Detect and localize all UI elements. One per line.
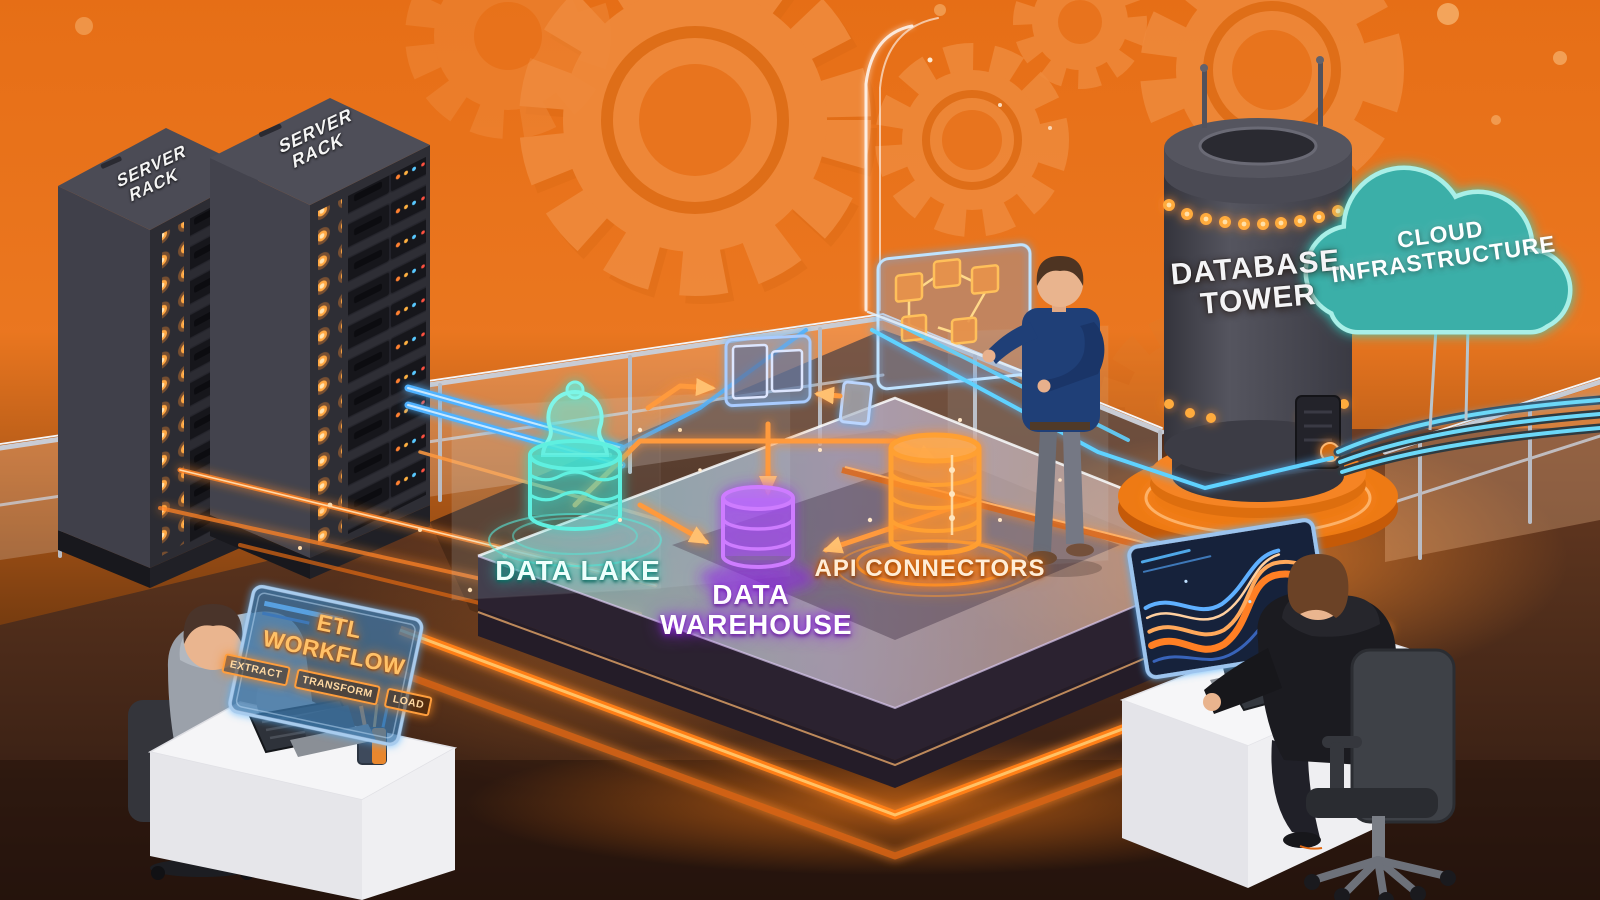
database-tower-icon [1118,56,1600,554]
data-warehouse-cylinder-icon [700,485,816,593]
right-workstation [1119,518,1456,900]
holo-panel-documents [724,334,812,408]
sparkles [618,418,1062,523]
cloud-icon [1303,165,1573,431]
data-warehouse-label: DATA WAREHOUSE [660,579,853,641]
holo-panel-flowchart [876,243,1032,391]
api-connectors-label: API CONNECTORS [814,555,1046,582]
standing-engineer [982,256,1105,577]
office-chair-right [1304,648,1456,900]
data-lake-label: DATA LAKE [495,555,661,586]
left-workstation [128,584,458,900]
data-lake-cylinder-icon [488,380,662,567]
holo-card [838,380,874,426]
circuit-lines [864,17,1052,312]
server-rack-right [210,98,430,579]
gear-icon-small [1013,0,1147,89]
gear-icon-left [405,0,611,139]
api-connectors-cylinder-icon [836,432,1034,597]
bokeh-dots [75,3,1567,154]
gear-icon-large [519,0,877,304]
tower-cables [1333,395,1600,477]
gear-icon-mid [875,43,1069,237]
